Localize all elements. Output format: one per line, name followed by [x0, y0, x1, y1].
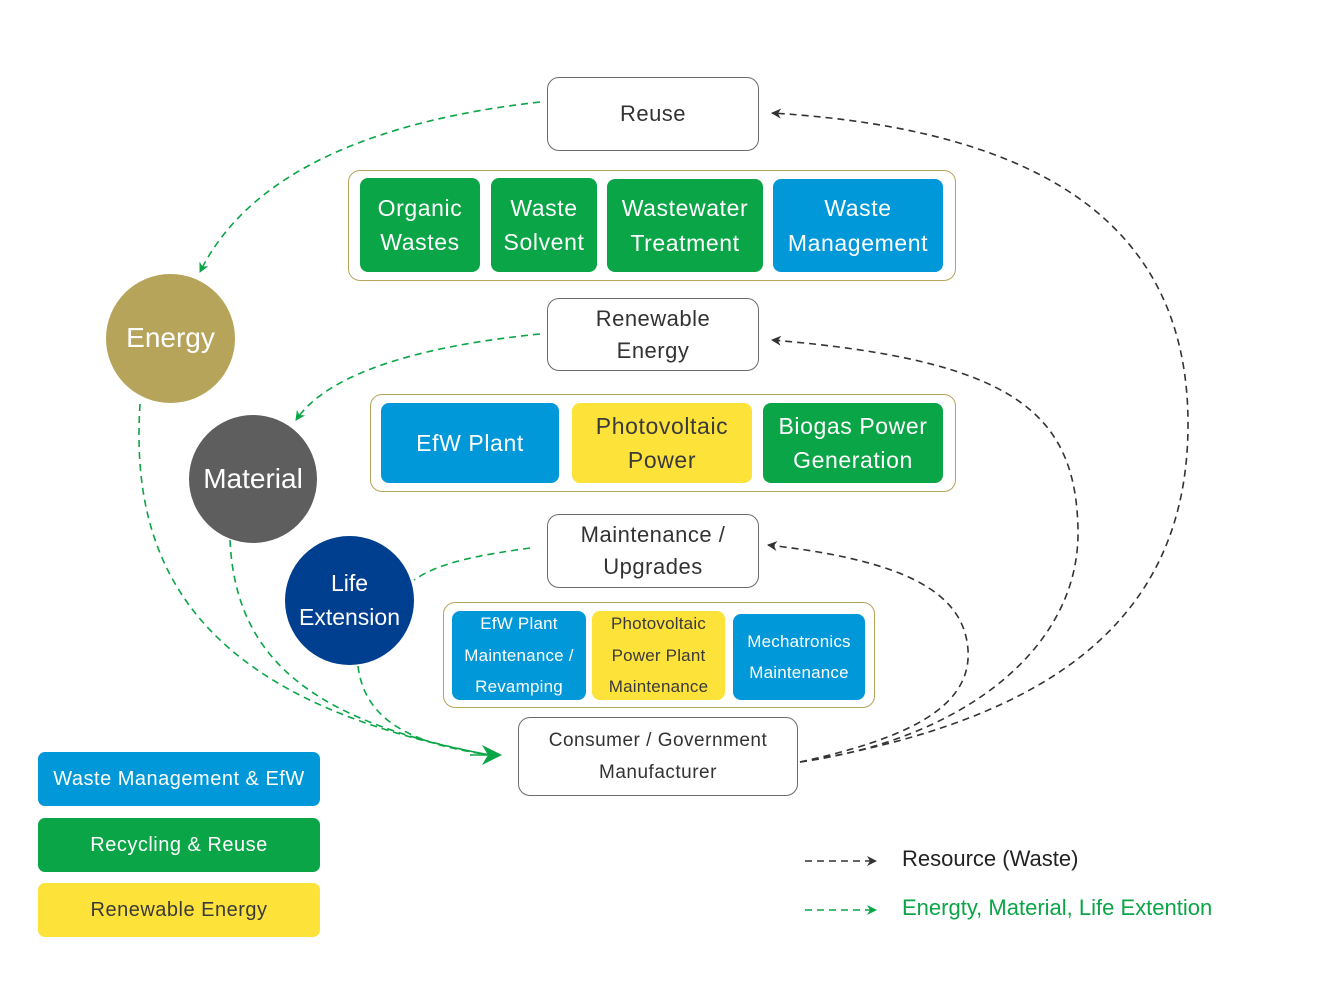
benefit-arrow-renewable-to-material	[295, 333, 541, 421]
stage-renewable-energy-line-2: Energy	[616, 337, 690, 363]
legend-waste-management-efw-label: Waste Management & EfW	[53, 767, 305, 790]
waste-arrow-to-maintenance	[767, 541, 969, 763]
tile-efw-plant: EfW Plant	[381, 403, 559, 483]
legend-recycling-reuse: Recycling & Reuse	[38, 818, 320, 872]
tile-mechatronics-maintenance-line-2: Maintenance	[749, 663, 849, 682]
tile-wastewater-treatment-line-2: Treatment	[630, 229, 740, 256]
tile-photovoltaic-power: Photovoltaic Power	[572, 403, 752, 483]
life-extension-circle: Life Extension	[285, 536, 414, 665]
benefit-arrow-maintenance-to-life-extension	[413, 547, 531, 581]
material-circle: Material	[189, 415, 317, 543]
legend-recycling-reuse-label: Recycling & Reuse	[90, 833, 268, 856]
tile-photovoltaic-plant-maintenance: Photovoltaic Power Plant Maintenance	[592, 611, 725, 700]
tile-mechatronics-maintenance-line-1: Mechatronics	[747, 631, 851, 651]
tile-wastewater-treatment: Wastewater Treatment	[607, 179, 763, 272]
stage-reuse-label: Reuse	[619, 101, 687, 127]
waste-arrow-to-reuse	[771, 108, 1189, 763]
tile-organic-wastes: Organic Wastes	[360, 178, 480, 272]
tile-waste-management: Waste Management	[773, 179, 943, 272]
stage-consumer: Consumer / Government Manufacturer	[518, 717, 798, 796]
tile-biogas-power-generation-line-1: Biogas Power	[778, 412, 928, 439]
benefit-arrow-life-extension-to-consumer	[357, 665, 491, 756]
legend-waste-flow-label: Resource (Waste)	[902, 846, 1079, 871]
life-extension-circle-line-2: Extension	[298, 603, 400, 630]
tile-efw-plant-maintenance-line-2: Maintenance /	[464, 645, 574, 665]
waste-arrow-to-renewable-energy	[771, 335, 1079, 763]
stage-renewable-energy: Renewable Energy	[547, 298, 759, 371]
benefit-arrow-material-to-consumer	[229, 539, 491, 756]
tile-photovoltaic-power-line-2: Power	[627, 447, 697, 473]
tile-photovoltaic-power-line-1: Photovoltaic	[595, 412, 729, 439]
tile-waste-solvent: Waste Solvent	[491, 178, 597, 272]
energy-circle: Energy	[106, 274, 235, 403]
stage-maintenance-line-1: Maintenance /	[580, 522, 726, 548]
tile-wastewater-treatment-line-1: Wastewater	[621, 195, 749, 221]
stage-consumer-line-2: Manufacturer	[599, 761, 717, 783]
benefit-arrow-reuse-to-energy	[199, 101, 541, 273]
benefit-arrow-energy-to-consumer	[138, 403, 491, 756]
stage-consumer-line-1: Consumer / Government	[548, 730, 768, 752]
legend-waste-management-efw: Waste Management & EfW	[38, 752, 320, 806]
tile-organic-wastes-line-2: Wastes	[380, 229, 460, 255]
legend-renewable-energy: Renewable Energy	[38, 883, 320, 937]
tile-waste-solvent-line-2: Solvent	[503, 229, 585, 255]
tile-efw-plant-maintenance: EfW Plant Maintenance / Revamping	[452, 611, 586, 700]
stage-maintenance: Maintenance / Upgrades	[547, 514, 759, 588]
tile-waste-management-line-1: Waste	[824, 195, 892, 221]
tile-photovoltaic-plant-maintenance-line-1: Photovoltaic	[610, 614, 706, 634]
tile-efw-plant-maintenance-line-1: EfW Plant	[480, 614, 558, 634]
material-circle-label: Material	[203, 462, 303, 494]
stage-maintenance-line-2: Upgrades	[603, 554, 703, 579]
stage-reuse: Reuse	[547, 77, 759, 151]
tile-photovoltaic-plant-maintenance-line-2: Power Plant	[611, 645, 706, 665]
tile-efw-plant-line-1: EfW Plant	[416, 429, 524, 456]
energy-circle-label: Energy	[126, 322, 215, 354]
tile-biogas-power-generation: Biogas Power Generation	[763, 403, 943, 483]
tile-photovoltaic-plant-maintenance-line-3: Maintenance	[608, 677, 709, 697]
tile-biogas-power-generation-line-2: Generation	[793, 447, 913, 473]
tile-organic-wastes-line-1: Organic	[377, 194, 463, 221]
life-extension-circle-line-1: Life	[330, 570, 369, 597]
tile-waste-solvent-line-1: Waste	[510, 194, 578, 221]
tile-efw-plant-maintenance-line-3: Revamping	[475, 677, 563, 697]
stage-renewable-energy-line-1: Renewable	[595, 305, 711, 331]
legend-renewable-energy-label: Renewable Energy	[90, 898, 268, 921]
tile-waste-management-line-2: Management	[787, 229, 929, 256]
tile-mechatronics-maintenance: Mechatronics Maintenance	[733, 614, 865, 700]
legend-benefit-flow-label: Energty, Material, Life Extention	[902, 895, 1213, 920]
